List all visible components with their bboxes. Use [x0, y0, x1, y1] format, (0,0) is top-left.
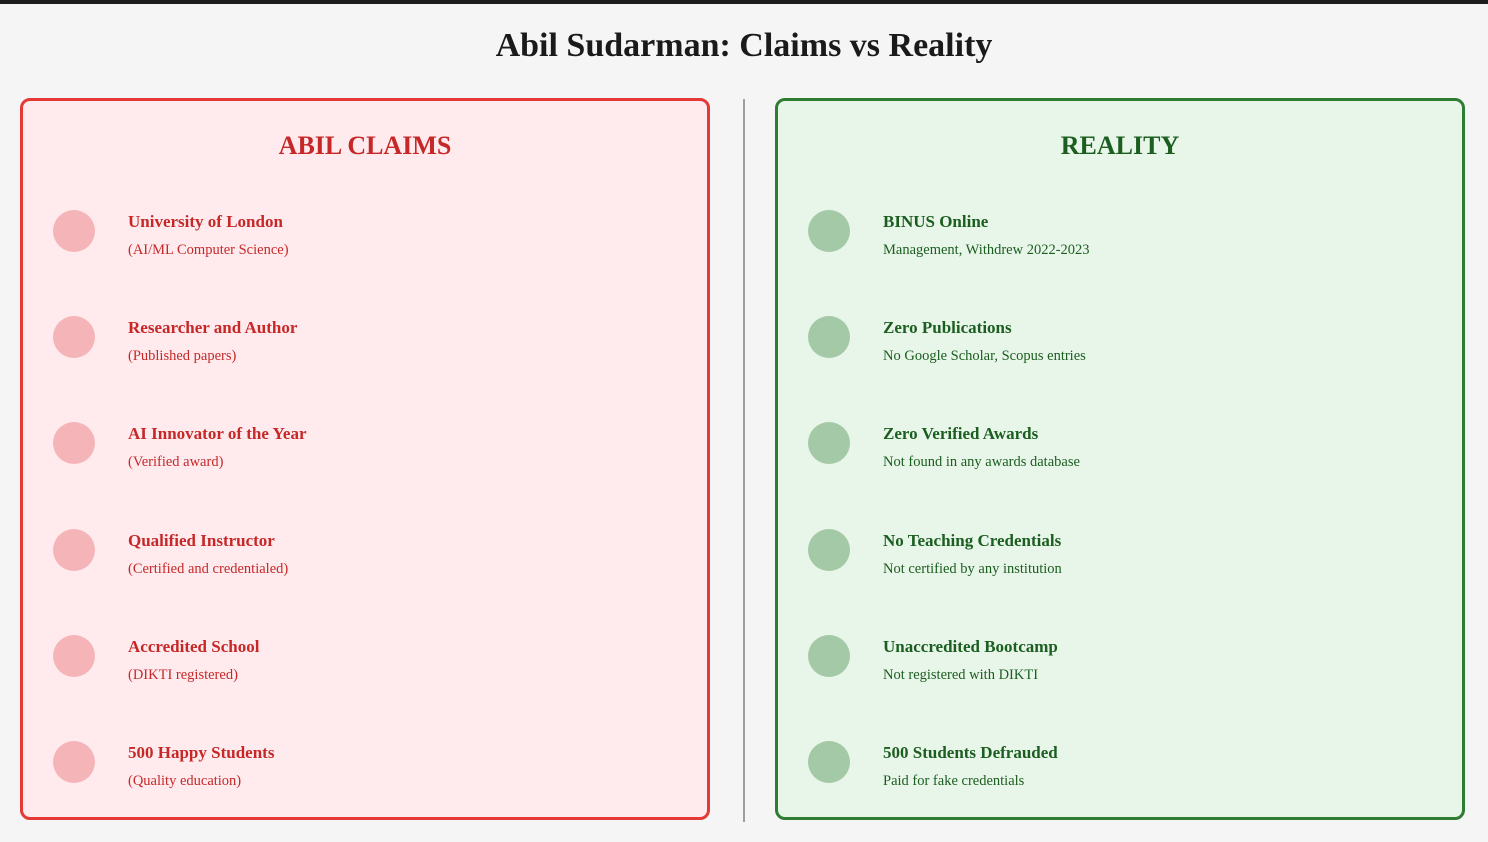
reality-title: No Teaching Credentials	[883, 531, 1062, 550]
claims-panel: ABIL CLAIMS University of London (AI/ML …	[20, 98, 710, 820]
claim-subtitle: (DIKTI registered)	[128, 667, 238, 683]
claim-bullet-icon	[53, 422, 95, 464]
reality-subtitle: No Google Scholar, Scopus entries	[883, 348, 1086, 364]
reality-item: BINUS Online Management, Withdrew 2022-2…	[778, 207, 1462, 267]
reality-title: 500 Students Defrauded	[883, 743, 1058, 762]
reality-item: Unaccredited Bootcamp Not registered wit…	[778, 632, 1462, 692]
reality-subtitle: Not certified by any institution	[883, 561, 1062, 577]
claim-subtitle: (Verified award)	[128, 454, 224, 470]
claim-bullet-icon	[53, 529, 95, 571]
reality-bullet-icon	[808, 741, 850, 783]
reality-subtitle: Paid for fake credentials	[883, 773, 1025, 789]
claim-item: Qualified Instructor (Certified and cred…	[23, 526, 707, 586]
reality-title: BINUS Online	[883, 212, 989, 231]
reality-item: 500 Students Defrauded Paid for fake cre…	[778, 738, 1462, 798]
reality-title: Unaccredited Bootcamp	[883, 637, 1058, 656]
reality-bullet-icon	[808, 210, 850, 252]
page-title: Abil Sudarman: Claims vs Reality	[495, 27, 993, 64]
claim-subtitle: (Quality education)	[128, 773, 242, 789]
reality-subtitle: Management, Withdrew 2022-2023	[883, 242, 1090, 258]
reality-bullet-icon	[808, 635, 850, 677]
claim-item: 500 Happy Students (Quality education)	[23, 738, 707, 798]
claim-title: Researcher and Author	[128, 318, 298, 337]
top-bar	[0, 0, 1488, 4]
reality-item: No Teaching Credentials Not certified by…	[778, 526, 1462, 586]
reality-item: Zero Publications No Google Scholar, Sco…	[778, 313, 1462, 373]
reality-bullet-icon	[808, 316, 850, 358]
claim-item: AI Innovator of the Year (Verified award…	[23, 419, 707, 479]
claims-heading: ABIL CLAIMS	[278, 131, 452, 160]
center-divider	[743, 99, 745, 822]
reality-bullet-icon	[808, 422, 850, 464]
reality-heading: REALITY	[1060, 131, 1180, 160]
claim-title: Accredited School	[128, 637, 260, 656]
claim-item: University of London (AI/ML Computer Sci…	[23, 207, 707, 267]
reality-title: Zero Verified Awards	[883, 424, 1039, 443]
claim-title: Qualified Instructor	[128, 531, 275, 550]
claim-subtitle: (AI/ML Computer Science)	[128, 242, 289, 258]
claim-bullet-icon	[53, 635, 95, 677]
reality-bullet-icon	[808, 529, 850, 571]
claim-subtitle: (Published papers)	[128, 348, 237, 364]
claim-title: 500 Happy Students	[128, 743, 275, 762]
reality-panel: REALITY BINUS Online Management, Withdre…	[775, 98, 1465, 820]
claim-bullet-icon	[53, 210, 95, 252]
claim-bullet-icon	[53, 741, 95, 783]
reality-subtitle: Not found in any awards database	[883, 454, 1080, 470]
claim-title: University of London	[128, 212, 283, 231]
claim-bullet-icon	[53, 316, 95, 358]
reality-subtitle: Not registered with DIKTI	[883, 667, 1039, 683]
claim-subtitle: (Certified and credentialed)	[128, 561, 289, 577]
reality-item: Zero Verified Awards Not found in any aw…	[778, 419, 1462, 479]
reality-title: Zero Publications	[883, 318, 1012, 337]
claim-item: Accredited School (DIKTI registered)	[23, 632, 707, 692]
claim-title: AI Innovator of the Year	[128, 424, 307, 443]
claim-item: Researcher and Author (Published papers)	[23, 313, 707, 373]
